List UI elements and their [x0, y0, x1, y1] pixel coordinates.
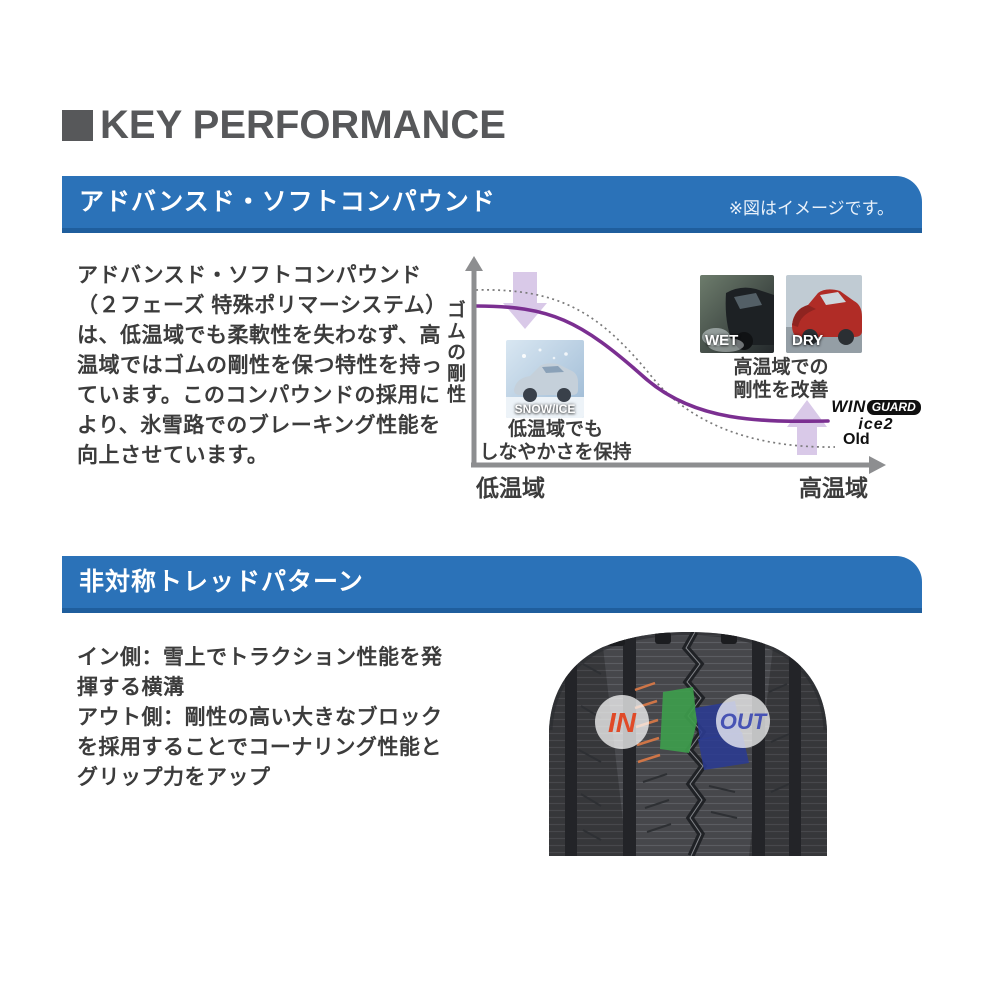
in-badge-circle: [595, 695, 649, 749]
page-title-text: KEY PERFORMANCE: [100, 103, 506, 147]
rigidity-temperature-chart: [465, 256, 886, 474]
heat-caption: 高温域での 剛性を改善: [700, 356, 862, 402]
x-axis-label-high-temp: 高温域: [799, 475, 868, 501]
in-side-sipes-highlight: [634, 681, 661, 764]
y-axis-label: ゴムの剛性: [444, 300, 465, 405]
snow-caption-line2: しなやかさを保持: [479, 442, 632, 463]
dry-photo-label: DRY: [792, 332, 824, 349]
compound-section-banner: アドバンスド・ソフトコンパウンド ※図はイメージです。: [62, 176, 922, 233]
old-series-label: Old: [843, 431, 870, 448]
tread-section-banner: 非対称トレッドパターン: [62, 556, 922, 613]
logo-win-text: WIN: [831, 397, 866, 416]
wet-photo: WET: [700, 275, 774, 353]
increase-arrow-icon: [787, 400, 827, 455]
heat-caption-line1: 高温域での: [733, 357, 829, 378]
tread-description: イン側：雪上でトラクション性能を発揮する横溝 アウト側：剛性の高い大きなブロック…: [77, 643, 459, 793]
tire-tread-image: IN OUT: [549, 632, 827, 856]
tread-banner-title: 非対称トレッドパターン: [79, 568, 364, 596]
compound-description: アドバンスド・ソフトコンパウンド（２フェーズ 特殊ポリマーシステム）は、低温域で…: [77, 264, 447, 467]
compound-banner-title: アドバンスド・ソフトコンパウンド: [79, 188, 496, 216]
wet-photo-label: WET: [705, 332, 739, 349]
snow-ice-photo: SNOW/ICE: [506, 340, 584, 418]
x-axis-label-low-temp: 低温域: [476, 475, 545, 501]
title-square-icon: [62, 110, 93, 141]
page-title: KEY PERFORMANCE: [62, 103, 506, 147]
snow-car-illustration: [506, 340, 584, 418]
logo-ice2-text: ice2: [858, 416, 894, 433]
wet-car-illustration: [700, 275, 774, 353]
center-block-highlight: [660, 687, 697, 753]
snow-ice-photo-label: SNOW/ICE: [514, 402, 576, 416]
out-label: OUT: [720, 709, 768, 734]
heat-caption-line2: 剛性を改善: [733, 380, 829, 401]
logo-guard-badge: GUARD: [866, 400, 921, 415]
tread-description-in: イン側：雪上でトラクション性能を発揮する横溝: [77, 646, 443, 699]
snow-caption-line1: 低温域でも: [507, 419, 603, 440]
out-badge-circle: [716, 694, 770, 748]
y-axis-arrow-icon: [465, 256, 483, 271]
snow-caption: 低温域でも しなやかさを保持: [468, 418, 643, 464]
dry-car-illustration: [786, 275, 862, 353]
image-disclaimer-note: ※図はイメージです。: [728, 199, 894, 218]
in-label: IN: [608, 707, 637, 738]
x-axis-arrow-icon: [869, 456, 886, 474]
tread-description-out: アウト側：剛性の高い大きなブロックを採用することでコーナリング性能とグリップ力を…: [77, 706, 443, 789]
old-product-curve: [475, 289, 836, 448]
tire-grooves: [565, 632, 801, 856]
decrease-arrow-icon: [503, 272, 547, 329]
dry-photo: DRY: [786, 275, 862, 353]
winguard-ice2-curve: [474, 304, 830, 424]
